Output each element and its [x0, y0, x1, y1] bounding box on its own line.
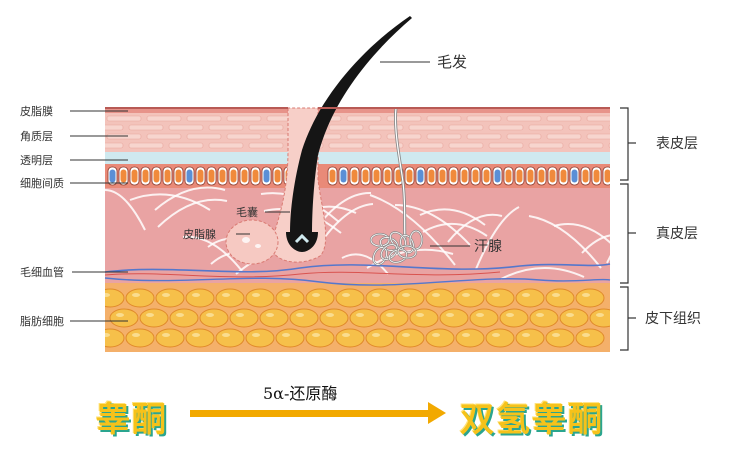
- label-sebaceous-gland: 皮脂腺: [183, 227, 216, 241]
- label-stratum-lucidum: 透明层: [20, 154, 53, 167]
- stratum-lucidum-layer: [105, 152, 610, 164]
- testosterone-label: 睾酮: [96, 400, 168, 440]
- skin-layers: [105, 108, 610, 352]
- label-epidermis: 表皮层: [656, 136, 698, 152]
- conversion-arrow-shaft: [190, 410, 430, 417]
- sebaceous-gland-shape: [225, 219, 279, 265]
- label-hair: 毛发: [437, 53, 467, 71]
- skin-structure-diagram: 皮脂膜 角质层 透明层 细胞间质 毛细血管 脂肪细胞 毛发 毛囊 皮脂腺 汗腺 …: [20, 16, 701, 352]
- label-subcutaneous: 皮下组织: [645, 311, 701, 327]
- label-dermis: 真皮层: [656, 226, 698, 242]
- right-brackets: [620, 107, 636, 351]
- capillary-blue-1: [104, 263, 611, 273]
- label-sebum-film: 皮脂膜: [20, 104, 53, 118]
- fat-cells: [105, 288, 610, 348]
- capillary-red: [104, 271, 501, 278]
- label-intercellular: 细胞间质: [20, 177, 64, 190]
- hair-shaft: [290, 16, 412, 232]
- conversion-row: 睾酮 5α-还原酶 双氢睾酮: [0, 378, 740, 450]
- cell-row: [107, 166, 610, 186]
- label-sweat-gland: 汗腺: [474, 239, 502, 255]
- label-follicle: 毛囊: [236, 205, 258, 219]
- conversion-arrow-icon: [428, 402, 446, 424]
- label-capillary: 毛细血管: [20, 265, 64, 279]
- hair-bulb: [286, 232, 318, 252]
- enzyme-label: 5α-还原酶: [263, 384, 338, 403]
- label-stratum-corneum: 角质层: [20, 130, 53, 143]
- capillary-blue-2: [104, 277, 611, 286]
- left-leaders: [70, 61, 470, 322]
- label-fat-cell: 脂肪细胞: [20, 314, 64, 328]
- sweat-gland-coil: [369, 229, 424, 266]
- dht-label: 双氢睾酮: [460, 400, 604, 440]
- dermis-fibers: [105, 186, 610, 280]
- dermis-layer: [105, 188, 610, 283]
- sebum-film-layer: [105, 108, 610, 113]
